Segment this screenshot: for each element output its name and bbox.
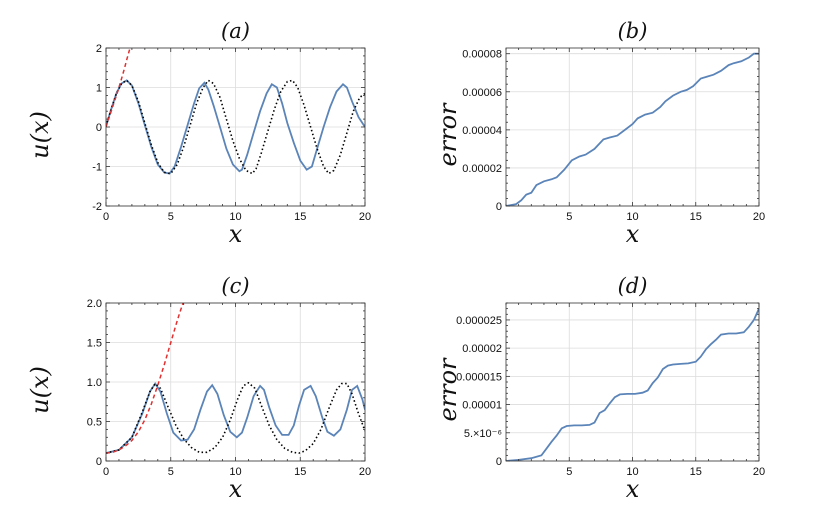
y-tick-label: 0 (496, 456, 502, 468)
y-tick-label: 0.00008 (462, 49, 502, 61)
panel-b: 5 10 15 20 0 0.00002 0.00004 0.00006 0.00008 (b) x… (434, 19, 765, 248)
x-axis-label: x (626, 475, 640, 503)
x-tick-label: 10 (229, 466, 241, 478)
y-tick-label: 2 (96, 43, 102, 55)
x-tick-label: 20 (359, 466, 371, 478)
x-tick-label: 20 (359, 211, 371, 223)
series-line-dotted (106, 79, 365, 175)
y-axis-label: u(x) (26, 111, 54, 159)
y-tick-label: 0 (96, 456, 102, 468)
y-tick-label: 0.00002 (462, 163, 502, 175)
x-axis-label: x (229, 220, 243, 248)
series-line-dashed (106, 48, 131, 128)
y-tick-label: 0.000015 (456, 371, 502, 383)
series-line-dashed (106, 303, 184, 454)
y-tick-label: 5.×10⁻⁶ (464, 428, 502, 440)
x-tick-label: 10 (626, 211, 638, 223)
x-tick-label: 15 (294, 211, 306, 223)
y-tick-label: 1.0 (87, 377, 102, 389)
series-line-solid (106, 381, 365, 454)
x-tick-label: 20 (753, 211, 765, 223)
y-tick-label: 0 (496, 201, 502, 213)
series-line-solid (506, 52, 759, 206)
x-tick-label: 5 (566, 211, 572, 223)
panel-a: 0 5 10 15 20 -2 -1 0 1 2 (a) x u(x) (26, 19, 371, 248)
panel-c: 0 5 10 15 20 0 0.5 1.0 1.5 2.0 (c) x u(x) (26, 274, 371, 503)
x-tick-label: 10 (626, 466, 638, 478)
y-tick-label: 0.5 (87, 417, 102, 429)
x-tick-label: 5 (168, 466, 174, 478)
y-tick-label: 2.0 (87, 298, 102, 310)
x-tick-label: 15 (690, 211, 702, 223)
y-tick-label: 0.00006 (462, 87, 502, 99)
y-tick-label: 0.00004 (462, 125, 502, 137)
x-tick-label: 0 (103, 211, 109, 223)
x-axis-label: x (229, 475, 243, 503)
x-axis-label: x (626, 220, 640, 248)
panel-title: (d) (618, 274, 648, 298)
series-line-solid (106, 79, 365, 175)
x-tick-label: 15 (690, 466, 702, 478)
y-tick-label: 0 (96, 122, 102, 134)
x-tick-label: 5 (168, 211, 174, 223)
y-tick-label: -2 (92, 201, 102, 213)
x-tick-label: 20 (753, 466, 765, 478)
y-axis-label: u(x) (26, 366, 54, 414)
x-tick-label: 15 (294, 466, 306, 478)
y-axis-label: error (434, 102, 462, 167)
y-tick-label: 1.5 (87, 338, 102, 350)
series-line-solid (506, 308, 759, 461)
x-tick-label: 0 (103, 466, 109, 478)
y-tick-label: 0.000025 (456, 315, 502, 327)
panel-d: 5 10 15 20 0 5.×10⁻⁶ 0.00001 0.000015 0.00002 0.0… (434, 274, 765, 503)
y-tick-label: -1 (92, 162, 102, 174)
x-tick-label: 10 (229, 211, 241, 223)
y-tick-label: 1 (96, 83, 102, 95)
panel-title: (a) (221, 19, 250, 43)
y-tick-label: 0.00002 (462, 343, 502, 355)
y-axis-label: error (434, 357, 462, 422)
x-tick-label: 5 (566, 466, 572, 478)
panel-title: (b) (618, 19, 648, 43)
panel-title: (c) (221, 274, 249, 298)
y-tick-label: 0.00001 (462, 400, 502, 412)
